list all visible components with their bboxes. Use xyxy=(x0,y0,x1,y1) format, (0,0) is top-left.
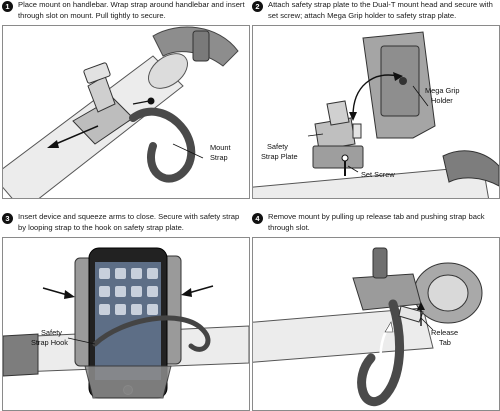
step-2-caption: 2 Attach safety strap plate to the Dual-… xyxy=(252,0,498,22)
mount-removal-drawing xyxy=(253,247,483,407)
step-number-badge: 2 xyxy=(252,1,263,12)
step-1-caption: 1 Place mount on handlebar. Wrap strap a… xyxy=(2,0,248,22)
device-holder-drawing xyxy=(3,247,249,399)
step-number-badge: 3 xyxy=(2,213,13,224)
step-2-illustration: Mega Grip Holder Safety Strap Plate Set … xyxy=(252,25,500,199)
handlebar-mount-drawing xyxy=(3,26,239,198)
step-2: 2 Attach safety strap plate to the Dual-… xyxy=(252,0,500,199)
step-4-illustration: Release Tab xyxy=(252,237,500,411)
label-release: Release xyxy=(431,328,459,337)
safety-plate-drawing xyxy=(253,31,499,198)
step-3-caption: 3 Insert device and squeeze arms to clos… xyxy=(2,212,248,234)
label-tab: Tab xyxy=(439,338,451,347)
label-strap-plate: Strap Plate xyxy=(261,152,298,161)
label-strap: Strap xyxy=(210,153,228,162)
step-3-text: Insert device and squeeze arms to close.… xyxy=(18,212,240,232)
label-strap-hook: Strap Hook xyxy=(31,338,68,347)
step-3: 3 Insert device and squeeze arms to clos… xyxy=(2,212,250,411)
step-1-illustration: Mount Strap xyxy=(2,25,250,199)
step-1: 1 Place mount on handlebar. Wrap strap a… xyxy=(2,0,250,199)
step-2-text: Attach safety strap plate to the Dual-T … xyxy=(268,0,493,20)
label-set-screw: Set Screw xyxy=(361,170,395,179)
step-3-illustration: Safety Strap Hook xyxy=(2,237,250,411)
step-number-badge: 1 xyxy=(2,1,13,12)
label-safety: Safety xyxy=(267,142,288,151)
step-1-text: Place mount on handlebar. Wrap strap aro… xyxy=(18,0,245,20)
step-4: 4 Remove mount by pulling up release tab… xyxy=(252,212,500,411)
label-mount: Mount xyxy=(210,143,231,152)
label-safety: Safety xyxy=(41,328,62,337)
step-4-text: Remove mount by pulling up release tab a… xyxy=(268,212,485,232)
step-4-caption: 4 Remove mount by pulling up release tab… xyxy=(252,212,498,234)
step-number-badge: 4 xyxy=(252,213,263,224)
label-mega-grip: Mega Grip xyxy=(425,86,460,95)
label-holder: Holder xyxy=(431,96,453,105)
